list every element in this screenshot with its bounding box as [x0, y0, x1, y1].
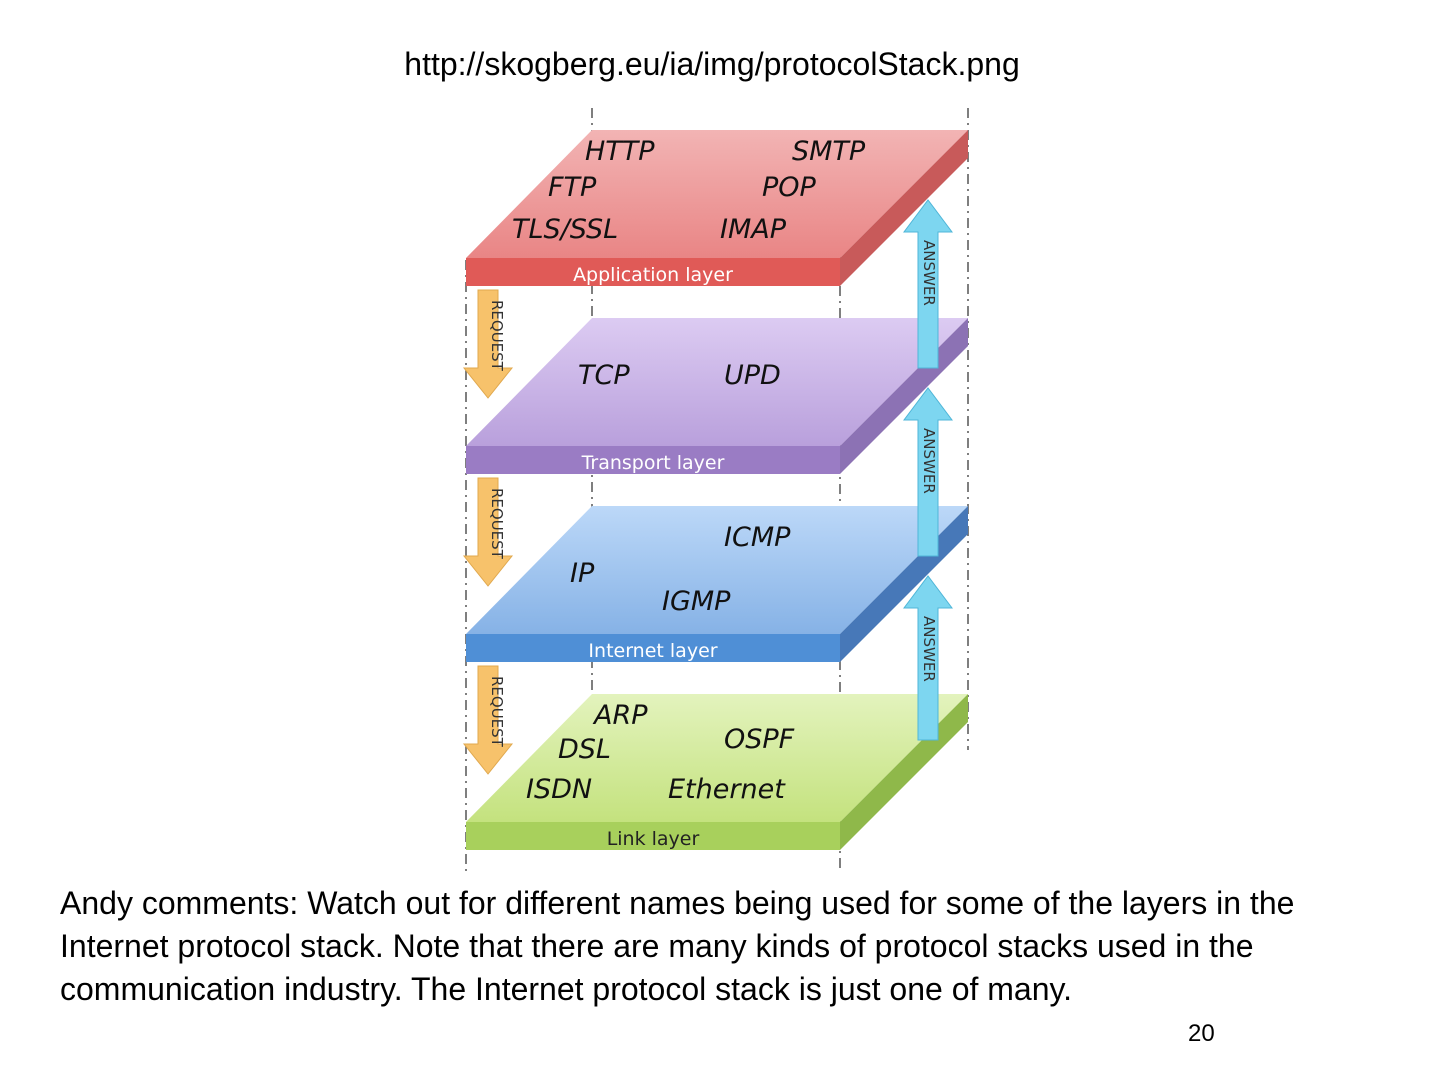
request-arrow: REQUEST [462, 665, 514, 775]
internet-layer: Internet layer ICMP IP IGMP [466, 506, 968, 662]
protocol-label: IMAP [720, 214, 787, 245]
protocol-label: TCP [578, 360, 630, 391]
request-arrow: REQUEST [462, 289, 514, 399]
protocol-label: ICMP [724, 522, 791, 553]
request-arrow: REQUEST [462, 477, 514, 587]
page-number: 20 [1188, 1020, 1215, 1047]
transport-layer: Transport layer TCP UPD [466, 318, 968, 474]
protocol-stack-diagram: Application layer HTTP SMTP FTP POP TLS/… [440, 100, 1000, 880]
protocol-label: HTTP [585, 136, 655, 167]
answer-arrow: ANSWER [903, 387, 953, 557]
link-layer: Link layer ARP DSL OSPF ISDN Ethernet [466, 694, 968, 850]
request-arrow-label: REQUEST [488, 300, 506, 372]
comment-text: Andy comments: Watch out for different n… [60, 885, 1295, 1007]
slide-title: http://skogberg.eu/ia/img/protocolStack.… [404, 46, 1020, 82]
answer-arrow: ANSWER [903, 575, 953, 741]
protocol-label: IP [570, 558, 595, 589]
request-arrow-label: REQUEST [488, 676, 506, 748]
protocol-label: FTP [548, 172, 597, 203]
layer-label: Transport layer [581, 452, 725, 474]
application-layer: Application layer HTTP SMTP FTP POP TLS/… [466, 130, 968, 286]
protocol-label: TLS/SSL [512, 214, 618, 245]
protocol-label: DSL [558, 734, 611, 765]
protocol-label: UPD [724, 360, 781, 391]
protocol-label: ISDN [526, 774, 592, 805]
protocol-label: SMTP [792, 136, 866, 167]
protocol-label: OSPF [724, 724, 795, 755]
protocol-label: POP [762, 172, 817, 203]
protocol-label: ARP [592, 700, 648, 731]
answer-arrow-label: ANSWER [920, 616, 938, 682]
layer-label: Application layer [573, 264, 733, 286]
request-arrow-label: REQUEST [488, 488, 506, 560]
layer-label: Link layer [607, 828, 700, 850]
protocol-label: IGMP [662, 586, 731, 617]
protocol-label: Ethernet [668, 774, 786, 805]
answer-arrow-label: ANSWER [920, 428, 938, 494]
layer-label: Internet layer [588, 640, 717, 662]
answer-arrow: ANSWER [903, 199, 953, 369]
answer-arrow-label: ANSWER [920, 240, 938, 306]
